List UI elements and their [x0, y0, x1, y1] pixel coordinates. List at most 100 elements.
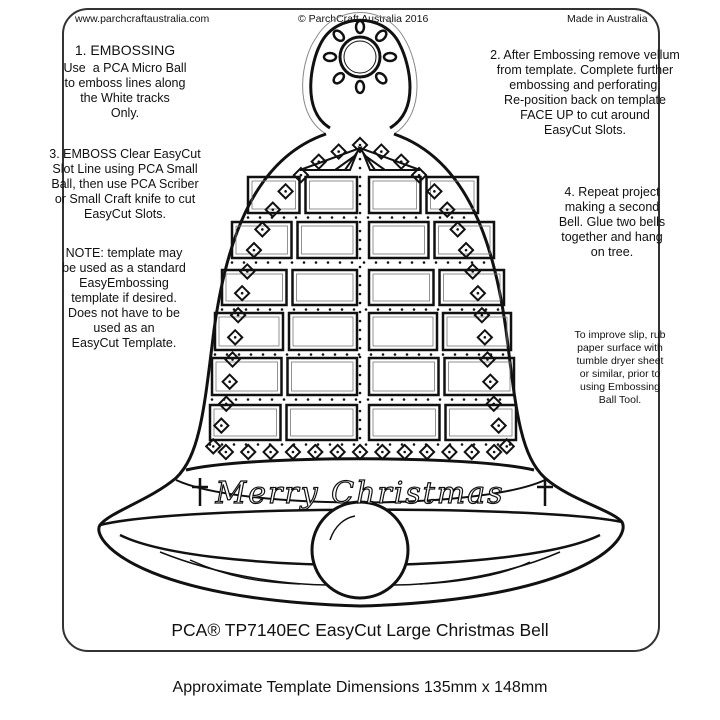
- diamond-ornament: [292, 166, 310, 184]
- perforation-dot: [304, 443, 308, 446]
- perforation-dot: [369, 353, 373, 356]
- perforation-dot: [388, 443, 392, 446]
- perforation-dot: [358, 373, 362, 377]
- diamond-ornament: [306, 443, 324, 461]
- perforation-dot: [390, 398, 394, 401]
- easycut-slot: [296, 220, 359, 260]
- perforation-dot: [350, 261, 354, 264]
- easycut-slot: [287, 311, 359, 352]
- perforation-dot: [405, 353, 409, 356]
- perforation-dot: [472, 308, 476, 311]
- perforation-dot: [270, 398, 274, 401]
- perforation-dot: [261, 353, 265, 356]
- perforation-dot: [256, 308, 260, 311]
- perforation-dot: [358, 247, 362, 251]
- diamond-ornament: [217, 443, 235, 461]
- perforation-dot: [417, 353, 421, 356]
- perforation-dot: [381, 353, 385, 356]
- step3-text: 3. EMBOSS Clear EasyCut Slot Line using …: [49, 147, 201, 221]
- perforation-dot: [328, 308, 332, 311]
- perforation-dot: [358, 427, 362, 431]
- perforation-dot: [436, 443, 440, 446]
- perforation-dot: [234, 398, 238, 401]
- perforation-dot: [398, 261, 402, 264]
- hanger-oval: [332, 71, 346, 85]
- diamond-ornament: [425, 182, 443, 200]
- perforation-dot: [318, 398, 322, 401]
- perforation-dot: [294, 216, 298, 219]
- perforation-dot: [410, 261, 414, 264]
- diamond-ornament: [418, 443, 436, 461]
- easycut-slot-top: [299, 145, 363, 171]
- perforation-dot: [249, 353, 253, 356]
- diamond-ornament: [396, 443, 414, 461]
- diamond-ornament: [449, 220, 467, 238]
- easycut-slot: [230, 220, 293, 260]
- perforation-dot: [282, 398, 286, 401]
- perforation-dot: [412, 443, 416, 446]
- perforation-dot: [358, 382, 362, 386]
- diamond-ornament: [481, 373, 499, 391]
- perforation-dot: [458, 261, 462, 264]
- perforation-dot: [465, 353, 469, 356]
- hanger-oval: [354, 19, 366, 35]
- perforation-dot: [400, 308, 404, 311]
- diamond-ornament: [224, 351, 242, 369]
- easycut-slot: [246, 175, 301, 215]
- perforation-dot: [213, 353, 217, 356]
- perforation-dot: [358, 364, 362, 368]
- perforation-dot: [441, 353, 445, 356]
- step1-title: 1. EMBOSSING: [74, 42, 176, 58]
- perforation-dot: [338, 261, 342, 264]
- perforation-dot: [426, 216, 430, 219]
- perforation-dot: [358, 238, 362, 242]
- diamond-ornament: [221, 373, 239, 391]
- perforation-dot: [462, 398, 466, 401]
- easycut-slot: [433, 220, 496, 260]
- perforation-dot: [402, 216, 406, 219]
- perforation-dot: [246, 216, 250, 219]
- diamond-ornament: [490, 417, 508, 435]
- diamond-ornament: [485, 395, 503, 413]
- perforation-dot: [358, 229, 362, 233]
- diamond-ornament: [478, 351, 496, 369]
- perforation-dot: [358, 175, 362, 179]
- easycut-slot: [438, 268, 506, 307]
- perforation-dot: [460, 443, 464, 446]
- perforation-dot: [386, 261, 390, 264]
- perforation-dot: [402, 398, 406, 401]
- perforation-dot: [462, 216, 466, 219]
- perforation-dot: [282, 216, 286, 219]
- perforation-dot: [358, 346, 362, 350]
- perforation-dot: [496, 308, 500, 311]
- perforation-dot: [254, 261, 258, 264]
- perforation-dot: [358, 292, 362, 296]
- easycut-slot-top: [357, 145, 421, 171]
- easycut-slot: [210, 356, 283, 397]
- perforation-dot: [358, 418, 362, 422]
- perforation-dot: [326, 261, 330, 264]
- perforation-dot: [256, 443, 260, 446]
- website-text: www.parchcraftaustralia.com: [75, 13, 210, 25]
- perforation-dot: [225, 353, 229, 356]
- perforation-dot: [460, 308, 464, 311]
- cross-right-icon: [537, 478, 553, 506]
- easycut-slot: [444, 403, 518, 442]
- perforation-dot: [358, 193, 362, 197]
- perforation-dot: [358, 220, 362, 224]
- tip-text: To improve slip, rub paper surface with …: [574, 329, 666, 406]
- diamond-ornament: [440, 443, 458, 461]
- perforation-dot: [429, 353, 433, 356]
- diamond-ornament: [464, 262, 482, 280]
- dimensions-text: Approximate Template Dimensions 135mm x …: [172, 679, 548, 696]
- diamond-ornament: [373, 443, 391, 461]
- easycut-slot: [367, 403, 441, 442]
- perforation-dot: [422, 261, 426, 264]
- perforation-dot: [290, 261, 294, 264]
- perforation-dot: [498, 398, 502, 401]
- perforation-dot: [316, 308, 320, 311]
- easycut-slot-top: [331, 152, 359, 171]
- perforation-dot: [237, 353, 241, 356]
- perforation-dot: [306, 216, 310, 219]
- perforation-dot: [220, 443, 224, 446]
